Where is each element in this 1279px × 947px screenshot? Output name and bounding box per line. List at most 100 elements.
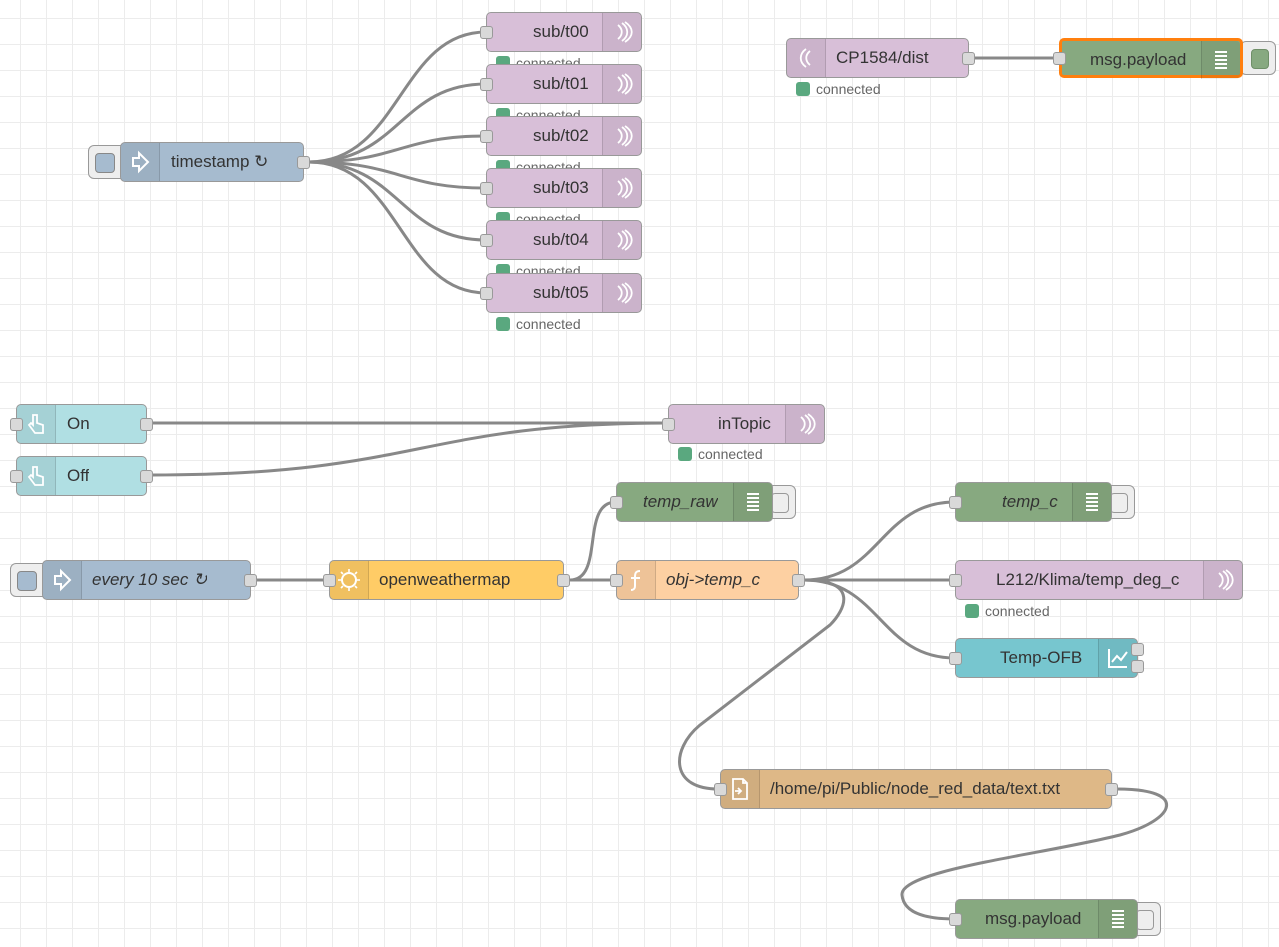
input-port[interactable]	[714, 783, 727, 796]
ui-button-node-on[interactable]: On	[10, 404, 153, 444]
mqtt-out-node-sub-t02[interactable]: sub/t02	[480, 116, 642, 156]
arrow-in-icon	[121, 143, 160, 181]
every10-inject-node[interactable]: every 10 sec ↻	[42, 560, 257, 600]
radio-waves-icon	[787, 39, 826, 77]
node-label: temp_c	[1002, 492, 1058, 511]
mqtt-out-node-klima[interactable]: L212/Klima/temp_deg_c	[949, 560, 1243, 600]
wire-function-temp-c[interactable]	[803, 500, 956, 582]
debug-toggle-face[interactable]	[771, 493, 789, 513]
output-port[interactable]	[140, 470, 153, 483]
output-port[interactable]	[297, 156, 310, 169]
arrow-in-icon	[43, 561, 82, 599]
debug-toggle-face[interactable]	[1251, 49, 1269, 69]
mqtt-out-node-sub-t00[interactable]: sub/t00	[480, 12, 642, 52]
debug-toggle-face[interactable]	[1110, 493, 1128, 513]
file-node-text-txt[interactable]: /home/pi/Public/node_red_data/text.txt	[714, 769, 1118, 809]
output-port[interactable]	[140, 418, 153, 431]
output-port-2[interactable]	[1131, 660, 1144, 673]
input-port[interactable]	[662, 418, 675, 431]
input-port[interactable]	[480, 130, 493, 143]
radio-waves-icon	[602, 65, 641, 103]
status-text: connected	[698, 446, 763, 462]
node-label: msg.payload	[985, 909, 1082, 928]
sun-icon	[330, 561, 369, 599]
node-label: openweathermap	[379, 570, 511, 589]
wire-timestamp-sub-t03[interactable]	[308, 160, 487, 190]
input-port[interactable]	[480, 26, 493, 39]
function-icon	[617, 561, 656, 599]
input-port[interactable]	[480, 78, 493, 91]
wire-timestamp-sub-t00[interactable]	[308, 30, 487, 164]
wire-openweathermap-temp-raw[interactable]	[569, 500, 617, 582]
node-label: sub/t01	[533, 74, 589, 93]
inject-button-face[interactable]	[95, 153, 115, 173]
mqtt-out-node-intopic[interactable]: inTopic	[662, 404, 825, 444]
wire-timestamp-sub-t05[interactable]	[308, 160, 487, 295]
ui-chart-node-temp-ofb[interactable]: Temp-OFB	[949, 638, 1144, 678]
debug-node-msg-payload-top[interactable]: msg.payload	[1053, 38, 1243, 79]
wire-file-debug[interactable]	[900, 787, 1169, 921]
wire-off-intopic[interactable]	[151, 421, 669, 477]
hand-pointer-icon	[17, 405, 56, 443]
mqtt-out-node-sub-t03[interactable]: sub/t03	[480, 168, 642, 208]
node-label: /home/pi/Public/node_red_data/text.txt	[770, 779, 1061, 798]
function-node-obj-temp-c[interactable]: obj->temp_c	[610, 560, 805, 600]
node-label: Temp-OFB	[1000, 648, 1083, 667]
input-port[interactable]	[480, 287, 493, 300]
debug-node-msg-payload-bottom[interactable]: msg.payload	[949, 899, 1138, 939]
wire-timestamp-sub-t04[interactable]	[308, 160, 487, 242]
mqtt-out-node-sub-t04[interactable]: sub/t04	[480, 220, 642, 260]
status-dot	[678, 447, 692, 461]
input-port[interactable]	[10, 418, 23, 431]
input-port[interactable]	[610, 496, 623, 509]
radio-waves-icon	[602, 274, 641, 312]
node-label: sub/t04	[533, 230, 589, 249]
node-label: sub/t03	[533, 178, 589, 197]
mqtt-in-node-cp1584[interactable]: CP1584/dist	[786, 38, 975, 78]
output-port[interactable]	[962, 52, 975, 65]
node-label: sub/t00	[533, 22, 589, 41]
input-port[interactable]	[10, 470, 23, 483]
ui-button-node-off[interactable]: Off	[10, 456, 153, 496]
mqtt-out-node-sub-t05[interactable]: sub/t05	[480, 273, 642, 313]
input-port[interactable]	[949, 496, 962, 509]
timestamp-inject-node[interactable]: timestamp ↻	[120, 142, 310, 182]
mqtt-out-node-sub-t01[interactable]: sub/t01	[480, 64, 642, 104]
output-port[interactable]	[792, 574, 805, 587]
output-port[interactable]	[557, 574, 570, 587]
input-port[interactable]	[949, 574, 962, 587]
debug-node-temp-c[interactable]: temp_c	[949, 482, 1112, 522]
hand-pointer-icon	[17, 457, 56, 495]
status-text: connected	[516, 316, 581, 332]
radio-waves-icon	[602, 221, 641, 259]
status-text: connected	[985, 603, 1050, 619]
output-port[interactable]	[244, 574, 257, 587]
debug-toggle-button[interactable]	[1240, 41, 1276, 75]
input-port[interactable]	[323, 574, 336, 587]
openweathermap-node[interactable]: openweathermap	[323, 560, 570, 600]
list-icon	[1098, 900, 1137, 938]
status-connected: connected	[796, 81, 881, 97]
status-connected: connected	[496, 316, 581, 332]
debug-node-temp-raw[interactable]: temp_raw	[610, 482, 773, 522]
inject-button-face[interactable]	[17, 571, 37, 591]
node-label: temp_raw	[643, 492, 718, 511]
input-port[interactable]	[949, 652, 962, 665]
output-port-1[interactable]	[1131, 643, 1144, 656]
input-port[interactable]	[480, 234, 493, 247]
node-label: inTopic	[718, 414, 771, 433]
radio-waves-icon	[785, 405, 824, 443]
chart-icon	[1098, 639, 1137, 677]
input-port[interactable]	[1053, 52, 1066, 65]
wire-function-temp-ofb[interactable]	[803, 578, 956, 660]
status-connected: connected	[678, 446, 763, 462]
wire-timestamp-sub-t01[interactable]	[308, 82, 487, 164]
output-port[interactable]	[1105, 783, 1118, 796]
input-port[interactable]	[610, 574, 623, 587]
debug-toggle-face[interactable]	[1136, 910, 1154, 930]
input-port[interactable]	[949, 913, 962, 926]
wire-timestamp-sub-t02[interactable]	[308, 134, 487, 164]
wire-function-file[interactable]	[678, 578, 846, 791]
status-dot	[496, 317, 510, 331]
input-port[interactable]	[480, 182, 493, 195]
